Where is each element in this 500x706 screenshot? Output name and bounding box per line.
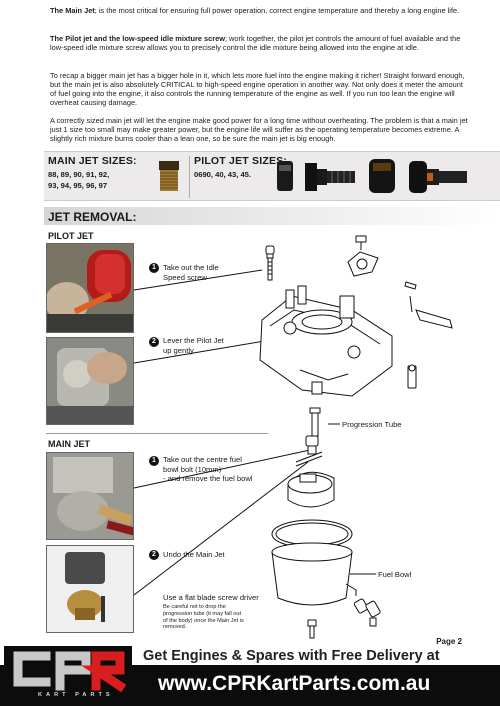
main-step1-photo [46, 452, 134, 540]
main-step1-leader [133, 449, 311, 489]
pilot-step2-photo [46, 337, 134, 425]
pilot-jet-images [277, 159, 467, 193]
choke-lever-part [404, 281, 453, 389]
main-step2-number: 2 [149, 550, 159, 560]
jet-removal-band [44, 207, 500, 225]
main-step2-text: Undo the Main Jet [163, 550, 225, 559]
float-pin-part [295, 451, 323, 467]
cpr-logo: KART PARTS [4, 646, 132, 702]
drain-screw-part [353, 598, 381, 627]
top-cover-part [347, 235, 379, 277]
main-jet-term: The Main Jet [50, 6, 95, 15]
progression-tube-label: Progression Tube [342, 420, 402, 429]
intro-paragraph-pilot-jet: The Pilot jet and the low-speed idle mix… [50, 34, 470, 52]
pilot-jet-image-3 [369, 159, 395, 193]
pilot-jet-sizes-title: PILOT JET SIZES: [194, 155, 288, 167]
progression-tube-part [305, 407, 321, 455]
main-step2-photo [46, 545, 134, 633]
main-step2-leader [133, 461, 309, 596]
bowl-bolt-part [307, 619, 317, 639]
pilot-step1-leader [133, 269, 263, 291]
main-jet-sizes-list: 88, 89, 90, 91, 92, 93, 94, 95, 96, 97 [48, 169, 109, 191]
main-step1-text: Take out the centre fuel bowl bolt (10mm… [163, 455, 253, 484]
pilot-jet-term: The Pilot jet and the low-speed idle mix… [50, 34, 225, 43]
cpr-logo-mark [13, 651, 127, 693]
carburetor-body-part [259, 285, 393, 397]
page-number: Page 2 [436, 637, 462, 646]
section-divider [46, 433, 268, 434]
fuel-bowl-label: Fuel Bowl [378, 570, 412, 579]
pilot-step1-photo [46, 243, 134, 333]
screwdriver-note: Be careful not to drop the progression t… [163, 604, 244, 631]
pilot-jet-description: ; work together, the pilot jet controls … [50, 34, 461, 52]
main-jet-sizes-title: MAIN JET SIZES: [48, 155, 137, 167]
main-jet-image [159, 161, 179, 191]
intro-paragraph-recap: To recap a bigger main jet has a bigger … [50, 71, 465, 107]
pilot-jet-image-1 [277, 161, 293, 191]
intro-paragraph-sizing: A correctly sized main jet will let the … [50, 116, 468, 143]
float-part [287, 471, 335, 508]
main-jet-heading: MAIN JET [48, 439, 91, 449]
pilot-jet-sizes-list: 0690, 40, 43, 45. [194, 170, 252, 179]
pilot-jet-image-2 [305, 163, 355, 191]
jet-sizes-divider [189, 156, 190, 198]
main-jet-sizes-line-2: 93, 94, 95, 96, 97 [48, 181, 108, 190]
pilot-jet-heading: PILOT JET [48, 231, 94, 241]
carburetor-exploded-diagram [133, 235, 453, 639]
cpr-logo-subtext: KART PARTS [38, 692, 114, 698]
footer-tagline-strip: Get Engines & Spares with Free Delivery … [0, 645, 500, 665]
screwdriver-instruction: Use a flat blade screw driver [163, 593, 259, 602]
main-jet-description: ; is the most critical for ensuring full… [94, 6, 460, 15]
fuel-bowl-part [271, 542, 357, 606]
footer-url[interactable]: www.CPRKartParts.com.au [158, 672, 431, 695]
idle-screw-part [265, 245, 275, 281]
pilot-step2-number: 2 [149, 337, 159, 347]
pilot-jet-image-4 [409, 161, 467, 193]
intro-paragraph-main-jet: The Main Jet; is the most critical for e… [50, 6, 470, 15]
pilot-step1-text: Take out the Idle Speed screw [163, 263, 219, 282]
main-jet-sizes-line-1: 88, 89, 90, 91, 92, [48, 170, 110, 179]
pilot-step1-number: 1 [149, 263, 159, 273]
footer-tagline: Get Engines & Spares with Free Delivery … [143, 648, 440, 664]
jet-removal-title: JET REMOVAL: [48, 210, 137, 224]
pilot-step2-text: Lever the Pilot Jet up gently [163, 336, 224, 355]
main-step1-number: 1 [149, 456, 159, 466]
